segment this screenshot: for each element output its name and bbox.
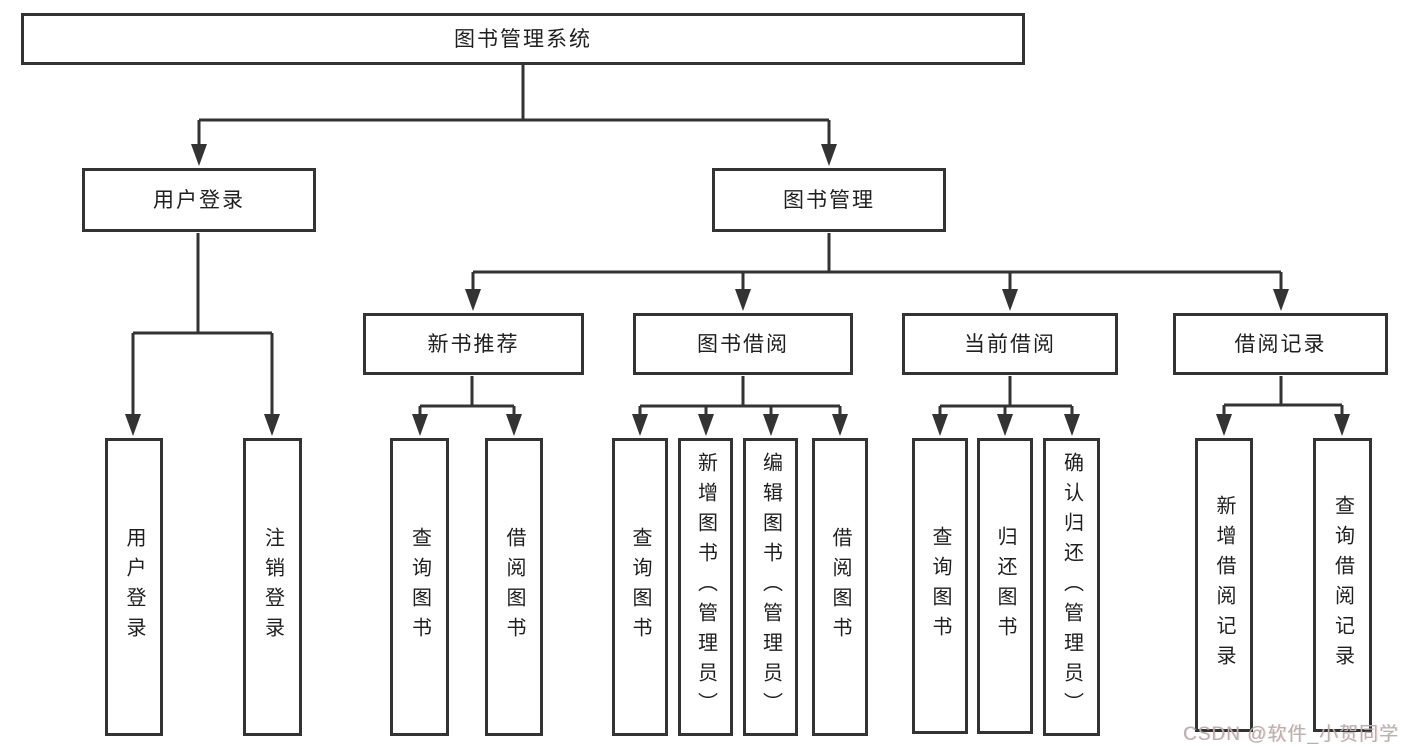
node-borrowing-records: 借阅记录 <box>1173 313 1388 375</box>
node-edit-book-admin: 编辑图书（管理员） <box>743 438 798 736</box>
node-library-system-root: 图书管理系统 <box>21 13 1025 65</box>
node-current-borrowing: 当前借阅 <box>902 313 1118 375</box>
edge-new-book-to-leaves <box>412 376 522 436</box>
edge-root-to-level2 <box>191 65 837 166</box>
node-add-borrow-record: 新增借阅记录 <box>1195 438 1253 732</box>
node-query-books-recommend: 查询图书 <box>390 438 449 736</box>
edge-book-borrow-to-leaves <box>632 376 848 436</box>
node-add-book-admin: 新增图书（管理员） <box>678 438 733 736</box>
edge-borrow-record-to-leaves <box>1216 376 1350 436</box>
node-user-login-action: 用户登录 <box>105 438 163 736</box>
node-logout: 注销登录 <box>243 438 302 736</box>
node-query-books-borrowing: 查询图书 <box>612 438 668 736</box>
csdn-watermark: CSDN @软件_小贺同学 <box>1183 724 1399 745</box>
node-return-book: 归还图书 <box>977 438 1033 734</box>
edge-current-borrow-to-leaves <box>932 376 1080 436</box>
node-book-management: 图书管理 <box>712 168 946 232</box>
node-new-book-recommend: 新书推荐 <box>363 313 584 375</box>
node-query-books-current: 查询图书 <box>912 438 968 734</box>
node-borrow-books-borrowing: 借阅图书 <box>812 438 868 736</box>
edge-book-mgmt-to-level3 <box>465 233 1289 311</box>
node-book-borrowing: 图书借阅 <box>633 313 853 375</box>
node-query-borrow-record: 查询借阅记录 <box>1313 438 1372 732</box>
edge-user-login-to-leaves <box>125 233 280 436</box>
node-confirm-return-admin: 确认归还（管理员） <box>1043 438 1100 736</box>
node-user-login: 用户登录 <box>82 168 316 232</box>
node-borrow-books-recommend: 借阅图书 <box>485 438 543 736</box>
